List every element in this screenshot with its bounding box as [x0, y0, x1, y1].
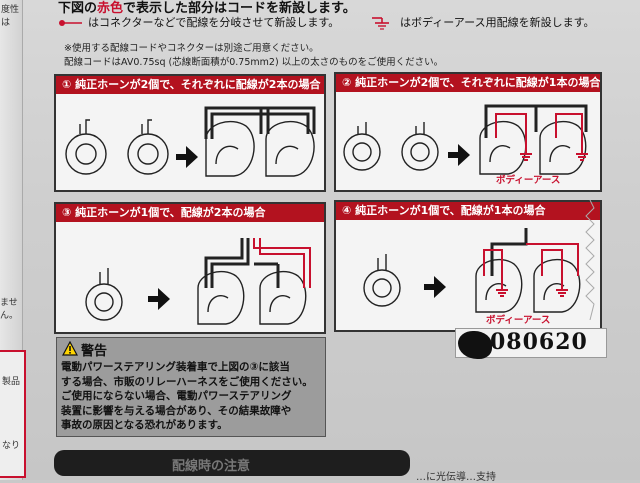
warning-line-2: する場合、市販のリレーハーネスをご使用ください。 — [61, 375, 313, 388]
legend-ground: はボディーアース用配線を新設します。 — [370, 14, 594, 30]
left-box-text-2: なり — [2, 441, 21, 451]
panel-1-diagram — [65, 106, 316, 177]
wire-legend-icon — [59, 20, 82, 26]
warning-line-1: 電動パワーステアリング装着車で上図の③に該当 — [61, 361, 290, 373]
header-text-red: 赤色 — [97, 1, 124, 16]
serial-number: 080620 — [490, 329, 588, 355]
ground-legend-icon — [372, 17, 389, 30]
serial-sticker: 080620 — [455, 328, 607, 359]
left-edge-text-2: ません。 — [0, 298, 19, 321]
warning-title: 警告 — [81, 344, 108, 359]
panel-1-title: ① 純正ホーンが2個で、それぞれに配線が2本の場合 — [56, 76, 324, 94]
panel-2-title: ② 純正ホーンが2個で、それぞれに配線が1本の場合 — [336, 74, 600, 92]
panel-case-4: ④ 純正ホーンが1個で、配線が1本の場合 ボディーアース — [334, 200, 602, 332]
arrow-right-icon — [148, 288, 170, 310]
body-ground-label-2: ボディーアース — [496, 175, 561, 186]
panel-case-1: ① 純正ホーンが2個で、それぞれに配線が2本の場合 — [54, 74, 326, 192]
tear-edge — [585, 200, 595, 320]
note-1: ※使用する配線コードやコネクターは別途ご用意ください。 — [64, 43, 319, 54]
left-edge-text-1: 度性は — [1, 5, 20, 28]
panel-3-title: ③ 純正ホーンが1個で、配線が2本の場合 — [56, 204, 324, 222]
body-ground-label-4: ボディーアース — [486, 315, 551, 326]
arrow-right-icon — [424, 276, 446, 298]
arrow-right-icon — [448, 144, 470, 166]
header-text-2: で表示した部分はコードを新設します。 — [123, 1, 356, 16]
note-2: 配線コードはAV0.75sq (芯線断面積が0.75mm2) 以上の太さのものを… — [64, 57, 444, 68]
warning-box: 警告 電動パワーステアリング装着車で上図の③に該当 する場合、市販のリレーハーネ… — [56, 337, 326, 437]
warning-line-5: 事故の原因となる恐れがあります。 — [61, 419, 228, 431]
warning-body: 電動パワーステアリング装着車で上図の③に該当 する場合、市販のリレーハーネスをご… — [61, 360, 323, 433]
panel-3-diagram — [85, 238, 311, 325]
panel-case-3: ③ 純正ホーンが1個で、配線が2本の場合 — [54, 202, 326, 334]
panel-2-diagram — [343, 104, 588, 175]
bottom-tail-text: …に光伝導…支持 — [416, 472, 496, 483]
bottom-bar-label: 配線時の注意 — [172, 459, 251, 474]
panel-4-diagram — [363, 228, 581, 313]
ink-blot — [458, 331, 492, 359]
legend-wire: はコネクターなどで配線を分岐させて新設します。 — [58, 14, 339, 30]
arrow-right-icon — [176, 146, 198, 168]
left-red-box: 製品 なり — [0, 350, 26, 478]
warning-line-4: 装置に影響を与える場合があり、その結果故障や — [61, 404, 292, 417]
legend-wire-text: はコネクターなどで配線を分岐させて新設します。 — [88, 16, 340, 29]
panel-case-2: ② 純正ホーンが2個で、それぞれに配線が1本の場合 — [334, 72, 602, 192]
warning-triangle-icon — [62, 341, 78, 356]
left-box-text-1: 製品 — [2, 377, 21, 387]
bottom-section-bar: 配線時の注意 — [54, 450, 410, 476]
header-line: 下図の赤色で表示した部分はコードを新設します。 — [58, 0, 356, 16]
legend-ground-text: はボディーアース用配線を新設します。 — [400, 16, 595, 29]
panel-4-title: ④ 純正ホーンが1個で、配線が1本の場合 — [336, 202, 600, 220]
warning-line-3: ご使用にならない場合、電動パワーステアリング — [61, 390, 292, 402]
header-text-1: 下図の — [58, 1, 98, 16]
